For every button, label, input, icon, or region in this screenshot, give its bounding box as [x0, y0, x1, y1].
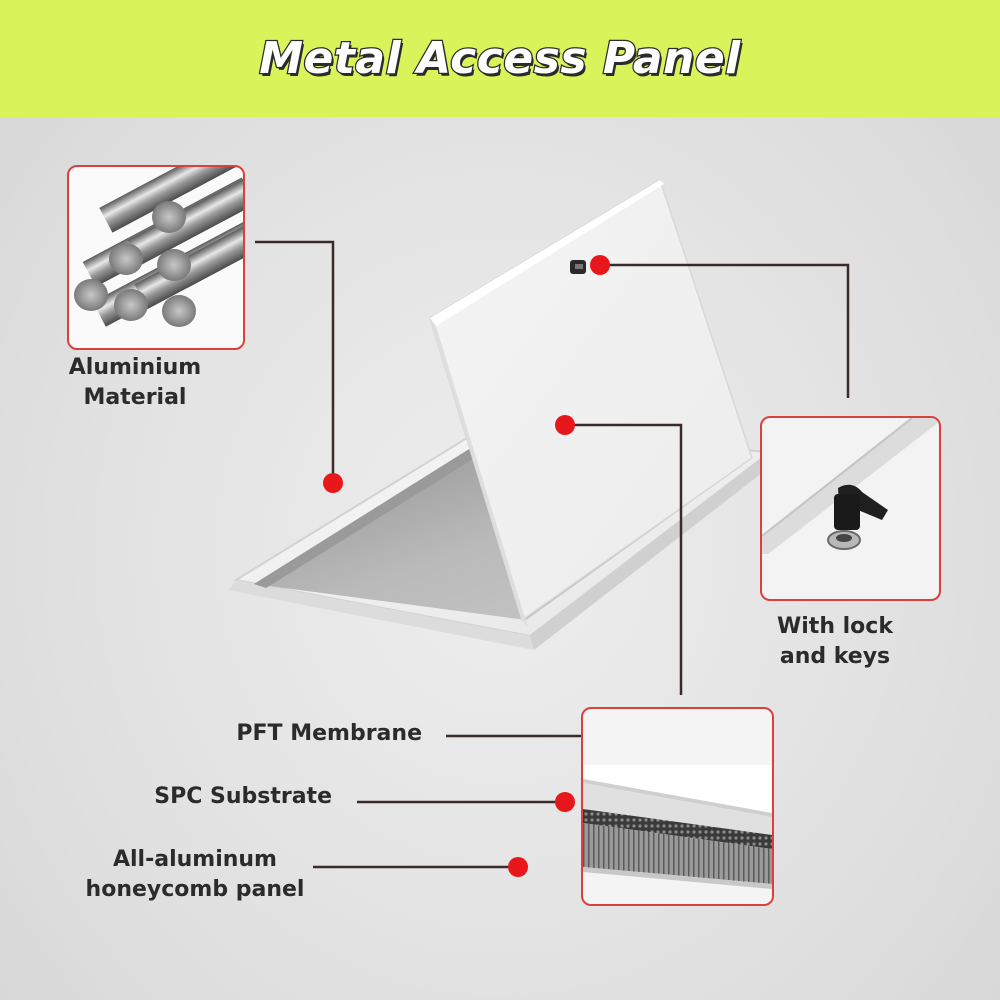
leader-lines [255, 240, 850, 869]
honeycomb-panel-label: All-aluminum honeycomb panel [85, 847, 305, 902]
lock-icon [762, 418, 939, 554]
marker-spc [555, 792, 575, 812]
lock-label: With lock and keys [777, 614, 893, 669]
title-banner: Metal Access Panel [0, 0, 1000, 117]
page-title: Metal Access Panel [258, 32, 742, 86]
marker-honeycomb [508, 857, 528, 877]
honeycomb-layers-icon [583, 765, 772, 889]
layer-cross-section-inset [581, 707, 774, 906]
marker-lock [590, 255, 610, 275]
aluminium-rods-icon [74, 167, 243, 327]
spc-substrate-label: SPC Substrate [154, 784, 332, 809]
lock-closeup-inset [760, 416, 941, 601]
marker-aluminium [323, 473, 343, 493]
leader-door [565, 423, 683, 695]
aluminium-rods-inset [67, 165, 245, 350]
pft-membrane-label: PFT Membrane [236, 721, 422, 746]
access-panel-door [429, 178, 753, 628]
aluminium-label: Aluminium Material [68, 355, 202, 410]
leader-aluminium [255, 240, 335, 483]
leader-lock [600, 263, 850, 398]
marker-door [555, 415, 575, 435]
door-lock [570, 260, 586, 274]
